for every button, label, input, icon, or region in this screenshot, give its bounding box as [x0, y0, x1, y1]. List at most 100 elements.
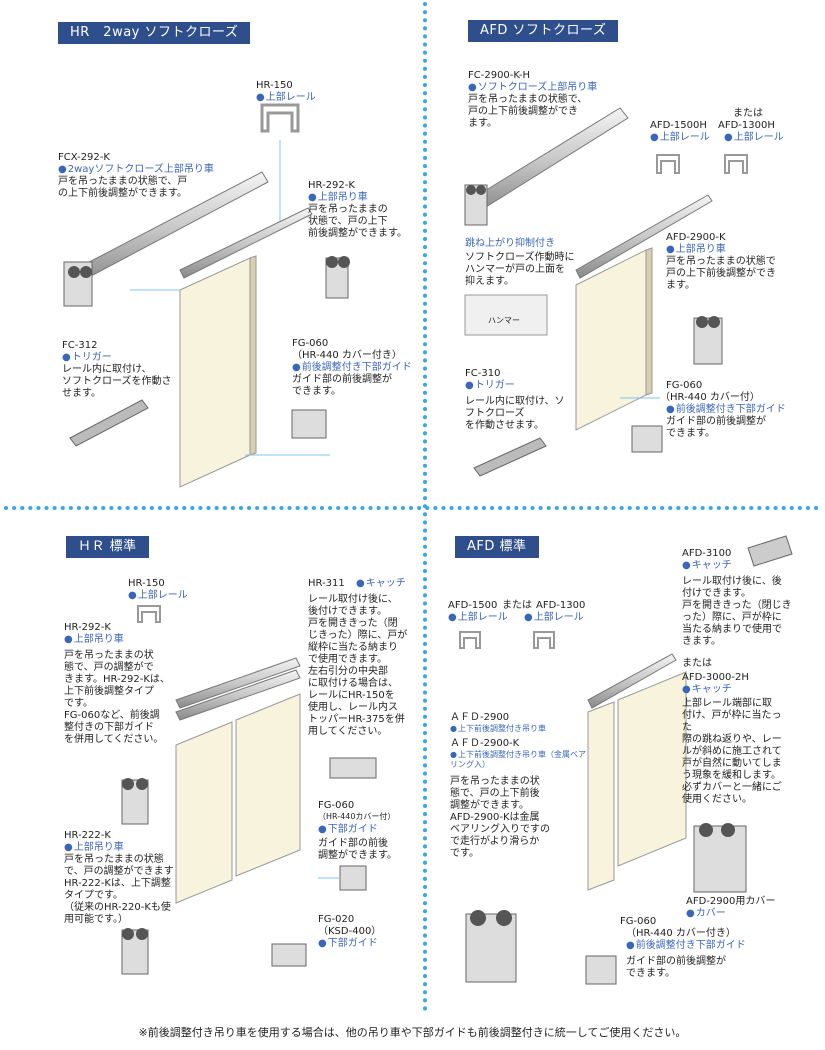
q1-rail-code: HR-150	[256, 80, 293, 91]
q4-catch-a-icon	[747, 535, 793, 567]
q2-door	[575, 249, 647, 431]
q4-hanger-part2: 上下前後調整付き吊り車（金属ベアリング入）	[450, 750, 590, 770]
q4-guide-code: FG-060	[620, 916, 657, 927]
q4-catch-b-part: キャッチ	[682, 684, 732, 696]
q1-hanger-part: 上部吊り車	[308, 192, 368, 204]
q2-hammer-inset	[464, 294, 548, 336]
q4-catch-b-or: または	[682, 658, 712, 669]
q3-hanger-a-part: 上部吊り車	[64, 634, 124, 646]
q1-top-rail	[179, 207, 313, 279]
q3-top-rail	[175, 657, 301, 709]
q4-guide-desc: ガイド部の前後調整が できます。	[626, 956, 726, 979]
q1-trigger-code: FC-312	[62, 340, 98, 351]
q2-jump-title: 跳ね上がり抑制付き	[465, 238, 555, 249]
q3-door-left	[175, 721, 233, 904]
q2-hanger-sc-part: ソフトクローズ上部吊り車	[468, 82, 598, 94]
q2-trigger-desc: レール内に取付け、ソ フトクローズ を作動させます。	[465, 396, 565, 431]
q2-hanger-carriage-icon	[464, 184, 488, 226]
q2-guide-part: 前後調整付き下部ガイド	[666, 404, 786, 416]
q4-rail-part2: 上部レール	[524, 612, 584, 624]
q3-door-right	[235, 693, 301, 877]
q2-rail-b-code: AFD-1300H	[718, 120, 775, 131]
q1-trigger-desc: レール内に取付け、 ソフトクローズを作動さ せます。	[62, 364, 172, 399]
q3-rail-part: 上部レール	[128, 590, 188, 602]
q2-trigger-code: FC-310	[465, 368, 501, 379]
q2-hanger-sc-code: FC-2900-K-H	[468, 70, 531, 81]
q2-guide-sub: （HR-440 カバー付）	[660, 392, 760, 403]
q4-hanger-desc: 戸を吊ったままの状 態で、戸の上下前後 調整ができます。 AFD-2900-Kは…	[450, 776, 550, 859]
q4-hanger-code: ＡＦＤ-2900	[450, 712, 510, 723]
q4-rail-code2: AFD-1300	[536, 600, 586, 611]
footnote: ※前後調整付き吊り車を使用する場合は、他の吊り車や下部ガイドも前後調整付きに統一…	[138, 1026, 687, 1039]
q3-guide-a-icon	[339, 865, 367, 891]
q2-trigger-icon	[473, 437, 547, 477]
q3-hanger-b-code: HR-222-K	[64, 830, 111, 841]
q4-catch-a-desc: レール取付け後に、後 付けできます。 戸を開ききった（閉じき った）際に、戸が枠…	[682, 576, 792, 647]
q1-guide-part: 前後調整付き下部ガイド	[292, 362, 412, 374]
q4-rail-code: AFD-1500	[448, 600, 498, 611]
q1-door	[179, 257, 251, 488]
q4-guide-icon	[585, 955, 617, 985]
q4-rail-b-profile-icon	[533, 631, 555, 649]
q1-artwork	[63, 103, 350, 488]
q3-hanger-b-desc: 戸を吊ったままの状態 で、戸の調整ができます HR-222-Kは、上下調整 タイ…	[64, 854, 174, 925]
q3-guide-b-sub: （KSD-400）	[318, 926, 382, 937]
q1-guide-desc: ガイド部の前後調整が できます。	[292, 374, 392, 397]
q4-hanger-part: 上下前後調整付き吊り車	[450, 724, 546, 734]
q3-rail-profile-icon	[137, 605, 161, 623]
q4-catch-a-part: キャッチ	[682, 560, 732, 572]
q2-guide-desc: ガイド部の前後調整が できます。	[666, 416, 766, 439]
q1-guide-code: FG-060	[292, 338, 329, 349]
q2-rail-b-or: または	[733, 108, 763, 119]
q2-top-rail	[575, 194, 713, 279]
q4-guide-part: 前後調整付き下部ガイド	[626, 940, 746, 952]
q4-cover-code: AFD-2900用カバー	[686, 896, 776, 907]
q4-catch-a-code: AFD-3100	[682, 548, 732, 559]
q3-catch-code: HR-311	[308, 578, 345, 589]
q4-door-left	[587, 701, 615, 891]
q2-artwork	[464, 107, 748, 477]
q2-rail-a-profile-icon	[656, 154, 680, 174]
q1-trigger-part: トリガー	[62, 352, 112, 364]
q3-catch-part: キャッチ	[356, 578, 406, 590]
q4-artwork	[459, 535, 793, 985]
q3-guide-a-desc: ガイド部の前後 調整ができます。	[318, 838, 397, 861]
q2-rail-a-code: AFD-1500H	[650, 120, 707, 131]
q3-guide-b-code: FG-020	[318, 914, 355, 925]
q4-catch-b-code: AFD-3000-2H	[682, 672, 749, 683]
q1-header: HR 2way ソフトクローズ	[58, 22, 251, 44]
q4-catch-b-icon	[693, 825, 747, 893]
q3-catch-icon	[329, 757, 377, 779]
q3-guide-a-sub: （HR-440カバー付）	[318, 812, 396, 821]
q2-jump-desc: ソフトクローズ作動時に ハンマーが戸の上面を 抑えます。	[465, 252, 575, 287]
q2-hanger-desc: 戸を吊ったままの状態で 戸の上下前後調整ができ ます。	[666, 256, 776, 291]
q2-hammer-label: ハンマー	[488, 316, 520, 325]
q4-rail-part: 上部レール	[448, 612, 508, 624]
q4-top-rail	[587, 653, 677, 709]
q2-guide-icon	[631, 425, 663, 453]
q2-hanger-sc-desc: 戸を吊ったままの状態で、 戸の上下前後調整ができ ます。	[468, 94, 588, 129]
q2-guide-code: FG-060	[666, 380, 703, 391]
q1-guide-sub: （HR-440 カバー付き）	[292, 350, 402, 361]
q4-rail-or: または	[502, 600, 532, 611]
q4-hanger-code2: ＡＦＤ-2900-K	[450, 738, 520, 749]
q2-trigger-part: トリガー	[465, 380, 515, 392]
q2-rail-a-part: 上部レール	[650, 132, 710, 144]
q4-hanger-icon	[465, 913, 517, 983]
q4-door-right	[617, 671, 687, 867]
q1-rail-profile-icon	[260, 103, 300, 133]
q3-artwork	[121, 605, 377, 975]
q2-header: AFD ソフトクローズ	[468, 20, 619, 42]
q2-hanger-code: AFD-2900-K	[666, 232, 726, 243]
q4-header: AFD 標準	[455, 536, 539, 558]
q4-catch-b-desc: 上部レール端部に取 付け、戸が枠に当たっ た 際の跳ね返りや、レー ルが斜めに施…	[682, 698, 782, 805]
q3-hanger-a-desc: 戸を吊ったままの状 態で、戸の調整がで きます。HR-292-Kは、 上下前後調…	[64, 650, 170, 745]
q1-hanger-icon	[325, 257, 349, 299]
q1-hanger-desc: 戸を吊ったままの 状態で、戸の上下 前後調整ができます。	[308, 204, 407, 239]
q3-header: ＨＲ 標準	[66, 536, 149, 558]
q4-cover-part: カバー	[686, 908, 726, 920]
q3-guide-b-icon	[271, 943, 307, 967]
q3-hanger-b-part: 上部吊り車	[64, 842, 124, 854]
q1-hanger-sc-part: 2wayソフトクローズ上部吊り車	[58, 164, 214, 176]
